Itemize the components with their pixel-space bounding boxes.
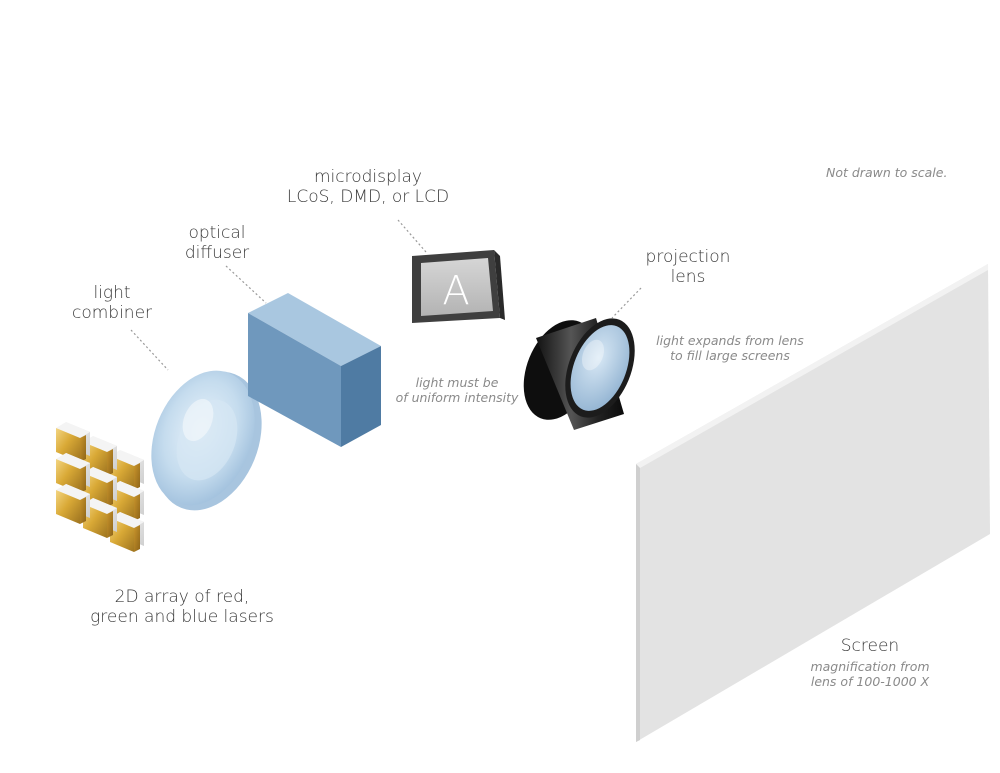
projection-screen xyxy=(636,264,990,742)
laser-emitter xyxy=(56,459,80,493)
laser-emitter-side xyxy=(134,494,140,521)
laser-cube-top xyxy=(110,450,144,466)
laser-array xyxy=(56,422,144,552)
magnification-note: magnification from lens of 100-1000 X xyxy=(810,659,930,689)
light-combiner-label: light combiner xyxy=(71,283,153,323)
laser-emitter-side xyxy=(80,497,86,524)
laser-emitter-side xyxy=(107,449,113,476)
laser-emitter xyxy=(56,490,80,524)
laser-emitter-side xyxy=(134,463,140,490)
leader-lines xyxy=(130,219,642,371)
optical-diffuser-label: optical diffuser xyxy=(184,223,250,263)
optical-diffuser-block xyxy=(248,293,381,447)
microdisplay-label: microdisplay LCoS, DMD, or LCD xyxy=(286,167,450,207)
laser-cube-top xyxy=(110,512,144,528)
laser-cube-top xyxy=(83,498,117,514)
light-combiner-lens xyxy=(151,370,262,511)
laser-cube-top xyxy=(110,481,144,497)
laser-cube-top xyxy=(83,436,117,452)
laser-cube-top xyxy=(56,422,90,438)
laser-emitter-side xyxy=(107,511,113,538)
uniform-intensity-note: light must be of uniform intensity xyxy=(395,375,519,405)
microdisplay-panel: A xyxy=(412,250,505,323)
light-expands-note: light expands from lens to fill large sc… xyxy=(656,333,804,363)
laser-cube-top xyxy=(56,484,90,500)
laser-emitter-side xyxy=(107,480,113,507)
screen-label: Screen xyxy=(840,636,900,656)
not-to-scale-note: Not drawn to scale. xyxy=(826,165,948,180)
projection-lens-label: projection lens xyxy=(645,247,731,287)
laser-emitter-side xyxy=(80,466,86,493)
laser-cube-top xyxy=(83,467,117,483)
laser-emitter xyxy=(56,428,80,462)
laser-array-label: 2D array of red, green and blue lasers xyxy=(90,587,274,627)
laser-cube-top xyxy=(56,453,90,469)
laser-emitter-side xyxy=(134,525,140,552)
laser-emitter-side xyxy=(80,435,86,462)
display-letter: A xyxy=(442,268,469,314)
projection-lens xyxy=(523,318,635,430)
